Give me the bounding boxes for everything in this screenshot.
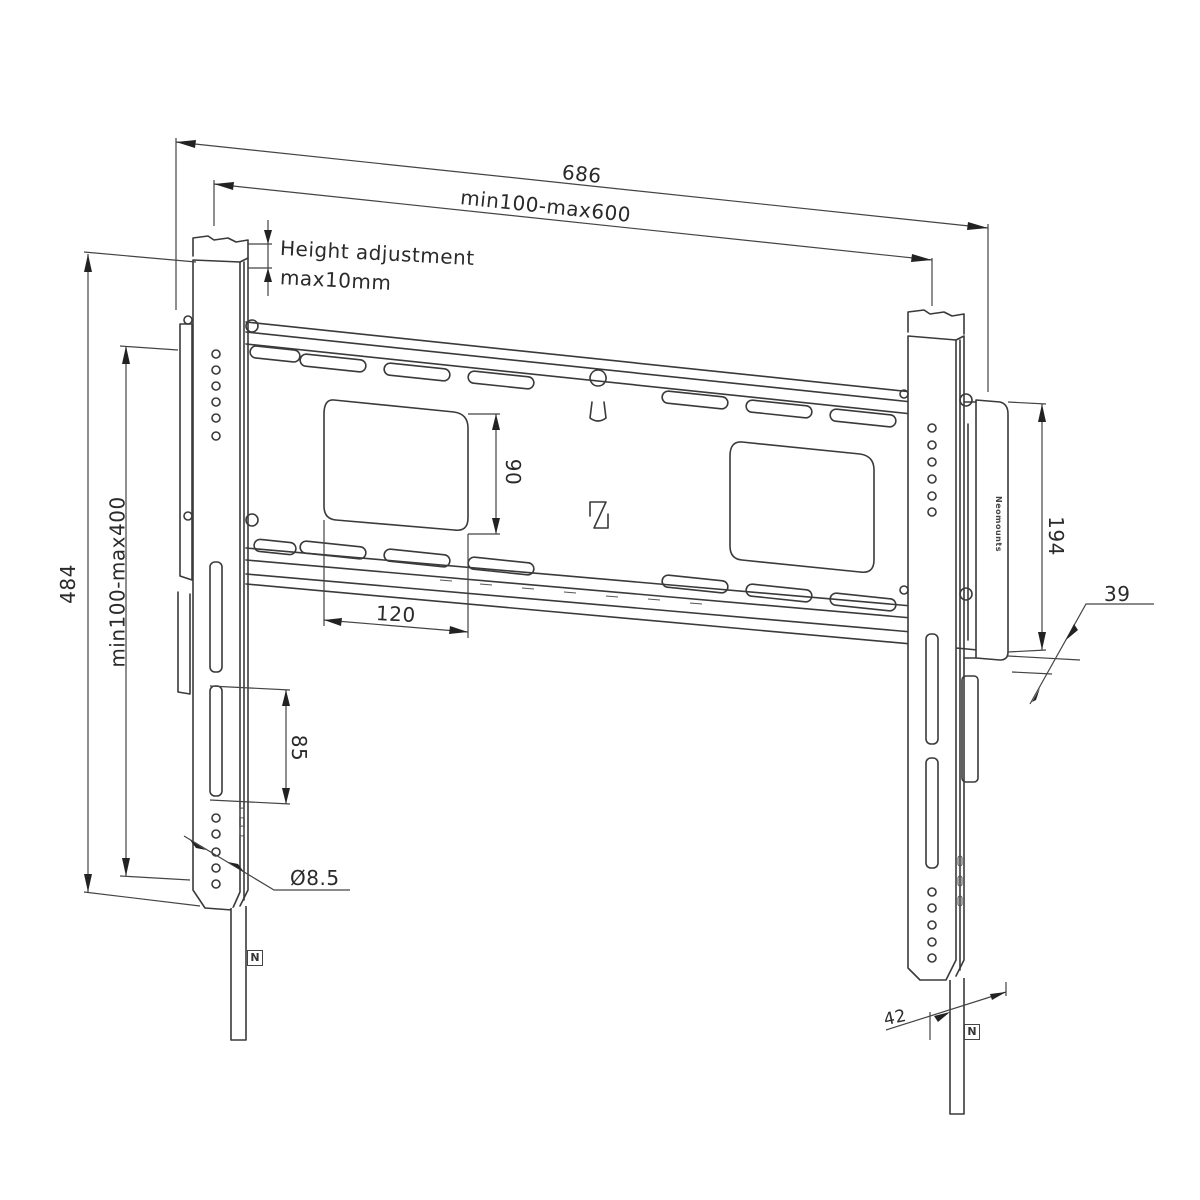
dim-overall-height: 484: [55, 564, 80, 604]
upper-slots: [249, 345, 897, 428]
left-cutout: [323, 399, 469, 532]
left-arm: [177, 235, 259, 1041]
dimension-lines: [83, 138, 1154, 1040]
dim-overall-width: 686: [560, 159, 603, 189]
n-badge-left-icon: N: [247, 950, 263, 966]
dim-hole-diameter: Ø8.5: [290, 866, 340, 890]
wall-plate: [245, 321, 1001, 653]
dim-vesa-height: min100-max400: [105, 496, 130, 668]
dim-cutout-height: 90: [501, 458, 526, 486]
keyhole-icon: [589, 369, 607, 387]
right-arm: [899, 309, 1009, 1115]
dim-cutout-width: 120: [375, 600, 417, 628]
n-badge-right-icon: N: [964, 1024, 980, 1040]
n-logo-icon: [589, 501, 609, 529]
dim-arm-depth: 42: [882, 1005, 909, 1031]
lower-slots: [253, 538, 897, 612]
dim-slot-spacing: 85: [287, 734, 312, 762]
dim-wall-plate-height: 194: [1043, 516, 1068, 556]
brand-text: Neomounts: [993, 496, 1003, 552]
right-cutout: [729, 441, 875, 574]
dim-wall-distance: 39: [1104, 582, 1131, 606]
height-adjustment-label-2: max10mm: [279, 265, 393, 295]
